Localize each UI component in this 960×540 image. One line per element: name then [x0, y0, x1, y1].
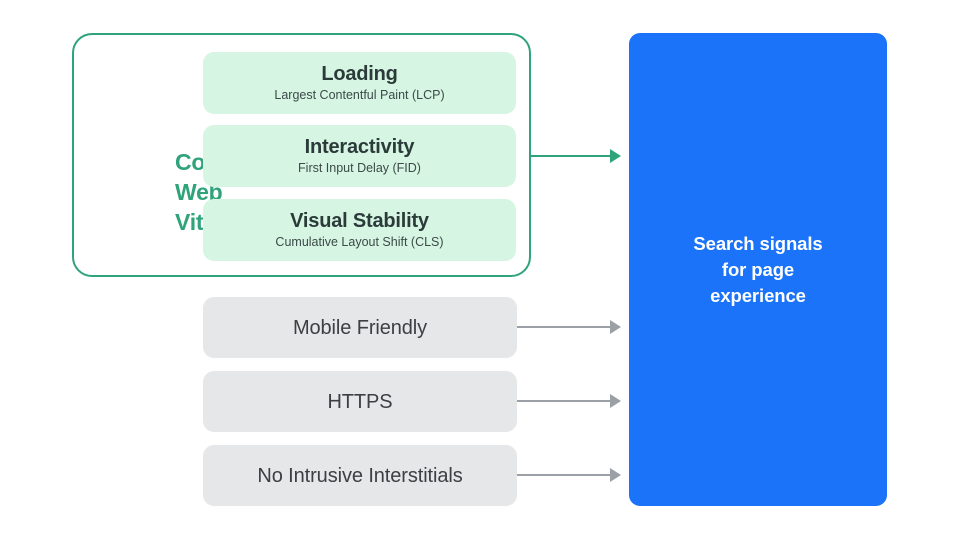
signal-label-no-intrusive-interstitials: No Intrusive Interstitials: [257, 464, 463, 487]
metric-card-interactivity: Interactivity First Input Delay (FID): [203, 125, 516, 187]
arrow-head: [610, 394, 621, 408]
outcome-panel-text: Search signals for page experience: [653, 231, 863, 309]
outcome-panel-search-signals: Search signals for page experience: [629, 33, 887, 506]
metric-subtitle-visual-stability: Cumulative Layout Shift (CLS): [275, 235, 444, 249]
signal-card-no-intrusive-interstitials: No Intrusive Interstitials: [203, 445, 517, 506]
arrow-right-icon-core-web-vitals: [531, 149, 621, 163]
arrow-shaft: [517, 326, 610, 328]
arrow-shaft: [517, 400, 610, 402]
signal-label-https: HTTPS: [327, 390, 393, 413]
outcome-line-2: for page: [721, 258, 795, 280]
metric-subtitle-loading: Largest Contentful Paint (LCP): [274, 88, 445, 102]
outcome-line-3: experience: [710, 284, 806, 306]
arrow-shaft: [517, 474, 610, 476]
arrow-head: [610, 320, 621, 334]
metric-title-visual-stability: Visual Stability: [290, 210, 429, 232]
arrow-right-icon-https: [517, 394, 621, 408]
signal-card-https: HTTPS: [203, 371, 517, 432]
signal-label-mobile-friendly: Mobile Friendly: [292, 316, 428, 339]
arrow-head: [610, 468, 621, 482]
arrow-head: [610, 149, 621, 163]
arrow-shaft: [531, 155, 610, 157]
signal-card-mobile-friendly: Mobile Friendly: [203, 297, 517, 358]
outcome-line-1: Search signals: [693, 232, 823, 254]
metric-card-loading: Loading Largest Contentful Paint (LCP): [203, 52, 516, 114]
metric-title-interactivity: Interactivity: [304, 136, 415, 158]
metric-subtitle-interactivity: First Input Delay (FID): [298, 161, 421, 175]
arrow-right-icon-mobile-friendly: [517, 320, 621, 334]
metric-card-visual-stability: Visual Stability Cumulative Layout Shift…: [203, 199, 516, 261]
arrow-right-icon-no-intrusive-interstitials: [517, 468, 621, 482]
metric-title-loading: Loading: [321, 63, 398, 85]
